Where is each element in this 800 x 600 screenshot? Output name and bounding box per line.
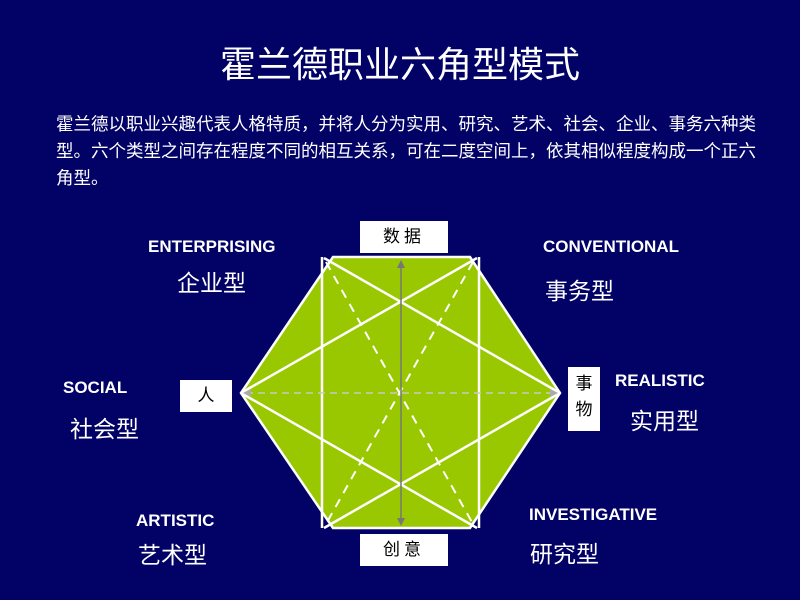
arrow-left-icon <box>243 389 251 397</box>
intro-text: 霍兰德以职业兴趣代表人格特质，并将人分为实用、研究、艺术、社会、企业、事务六种类… <box>56 115 756 189</box>
axis-label-left: 人 <box>180 380 232 412</box>
investigative-en: INVESTIGATIVE <box>529 505 658 524</box>
dashed-diagonal <box>325 261 474 525</box>
artistic-cn: 艺术型 <box>138 543 207 569</box>
investigative-cn: 研究型 <box>530 542 599 568</box>
realistic-en: REALISTIC <box>615 371 705 390</box>
diagonal-line <box>323 391 561 530</box>
enterprising-en: ENTERPRISING <box>148 237 276 256</box>
arrow-right-icon <box>550 389 558 397</box>
slide-title: 霍兰德职业六角型模式 <box>219 45 580 86</box>
arrow-down-icon <box>397 518 405 526</box>
enterprising-cn: 企业型 <box>177 271 246 297</box>
social-en: SOCIAL <box>63 378 128 397</box>
axis-label-top: 数据 <box>360 221 448 253</box>
diagonal-line <box>240 391 478 530</box>
artistic-en: ARTISTIC <box>136 511 215 530</box>
conventional-en: CONVENTIONAL <box>543 237 679 256</box>
diagonal-line <box>323 256 561 395</box>
diagonal-line <box>240 256 478 395</box>
axis-label-bottom: 创意 <box>360 534 448 566</box>
arrow-up-icon <box>397 260 405 268</box>
axis-label-right-1: 事 <box>575 374 593 394</box>
realistic-cn: 实用型 <box>630 409 699 435</box>
social-cn: 社会型 <box>70 417 139 443</box>
axis-label-right-2: 物 <box>575 400 593 420</box>
conventional-cn: 事务型 <box>545 279 614 305</box>
axis-label-right: 事 物 <box>568 367 600 431</box>
